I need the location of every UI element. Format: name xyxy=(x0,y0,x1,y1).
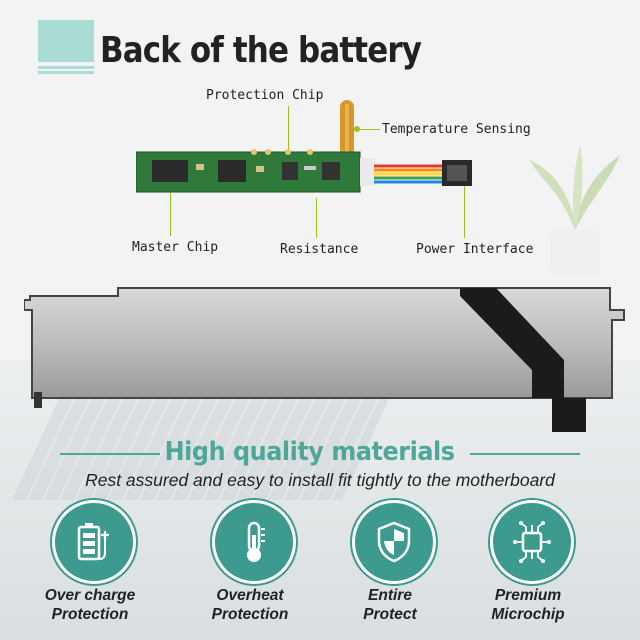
temperature-sensor xyxy=(340,100,354,156)
battery-back xyxy=(24,287,625,432)
label-resistance: Resistance xyxy=(280,242,359,257)
leader-protection-chip xyxy=(288,106,289,156)
leader-temperature xyxy=(358,129,380,130)
battery-charge-icon xyxy=(77,523,109,561)
heading-rule-right xyxy=(470,453,580,455)
pcb-board xyxy=(136,149,376,193)
thermometer-icon xyxy=(247,521,265,562)
background-plant xyxy=(530,145,620,275)
feature-entire-protect-circle xyxy=(352,500,436,584)
heading-rule-left xyxy=(60,453,160,455)
feature-premium-microchip-circle xyxy=(490,500,574,584)
power-connector xyxy=(374,160,472,186)
label-protection-chip: Protection Chip xyxy=(206,88,324,103)
shield-icon xyxy=(377,521,411,563)
label-master-chip: Master Chip xyxy=(132,240,219,255)
leader-master-chip xyxy=(170,190,171,236)
title-decoration xyxy=(38,20,94,74)
feature-overcharge-circle xyxy=(52,500,136,584)
leader-dot xyxy=(354,126,360,132)
label-power-interface: Power Interface xyxy=(416,242,534,257)
section-heading: High quality materials xyxy=(165,437,455,467)
leader-resistance xyxy=(316,198,317,238)
section-heading-band: High quality materials xyxy=(155,437,465,467)
section-subtitle: Rest assured and easy to install fit tig… xyxy=(85,470,555,490)
microchip-icon xyxy=(513,521,551,563)
feature-overheat-circle xyxy=(212,500,296,584)
label-temperature-sensing: Temperature Sensing xyxy=(382,122,531,137)
page-title: Back of the battery xyxy=(100,30,422,71)
leader-power-interface xyxy=(464,186,465,238)
